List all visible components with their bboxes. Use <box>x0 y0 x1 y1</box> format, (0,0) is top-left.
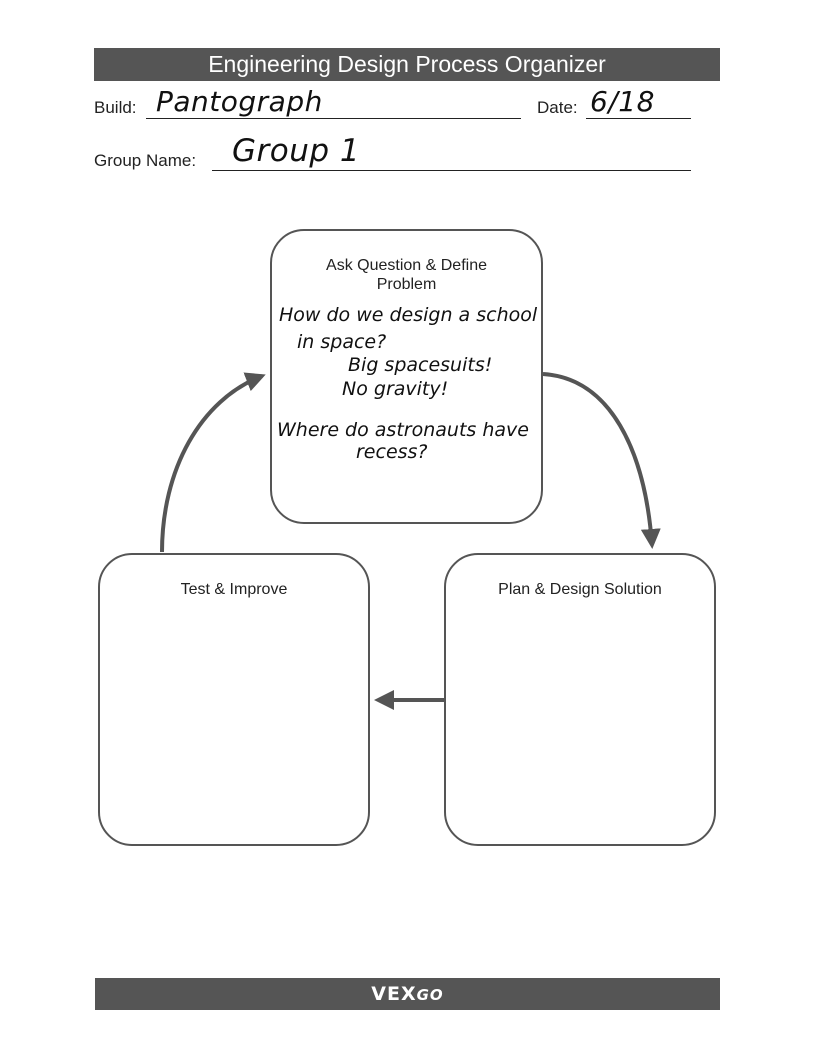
ask-note-line: Where do astronauts have <box>277 419 529 441</box>
build-value[interactable]: Pantograph <box>156 85 323 118</box>
group-name-field-line <box>212 170 691 171</box>
arrow-test-to-ask <box>160 372 266 553</box>
build-field-line <box>146 118 521 119</box>
date-value[interactable]: 6/18 <box>590 85 655 118</box>
date-label: Date: <box>537 98 578 117</box>
ask-question-box[interactable]: Ask Question & Define Problem How do we … <box>270 229 543 524</box>
test-improve-box[interactable]: Test & Improve <box>98 553 370 846</box>
vex-go-logo: VEXGO <box>371 983 443 1005</box>
ask-note-line: How do we design a school <box>279 304 538 326</box>
page-title: Engineering Design Process Organizer <box>208 51 606 77</box>
date-field-line <box>586 118 691 119</box>
test-improve-title: Test & Improve <box>180 581 288 598</box>
group-name-label: Group Name: <box>94 151 197 170</box>
page-title-bar: Engineering Design Process Organizer <box>94 48 720 81</box>
build-label: Build: <box>94 98 137 117</box>
ask-note-line: in space? <box>297 331 387 353</box>
ask-note-line: recess? <box>356 441 428 463</box>
arrow-ask-to-plan <box>542 372 661 549</box>
logo-vex-text: VEX <box>371 983 417 1005</box>
footer-bar: VEXGO <box>95 978 720 1010</box>
ask-question-title: Ask Question & Define Problem <box>326 257 487 293</box>
ask-note-line: Big spacesuits! <box>348 354 493 376</box>
plan-design-box[interactable]: Plan & Design Solution <box>444 553 716 846</box>
group-name-value[interactable]: Group 1 <box>232 133 361 169</box>
ask-note-line: No gravity! <box>342 378 449 400</box>
logo-go-text: GO <box>416 986 444 1004</box>
plan-design-title: Plan & Design Solution <box>498 581 662 598</box>
